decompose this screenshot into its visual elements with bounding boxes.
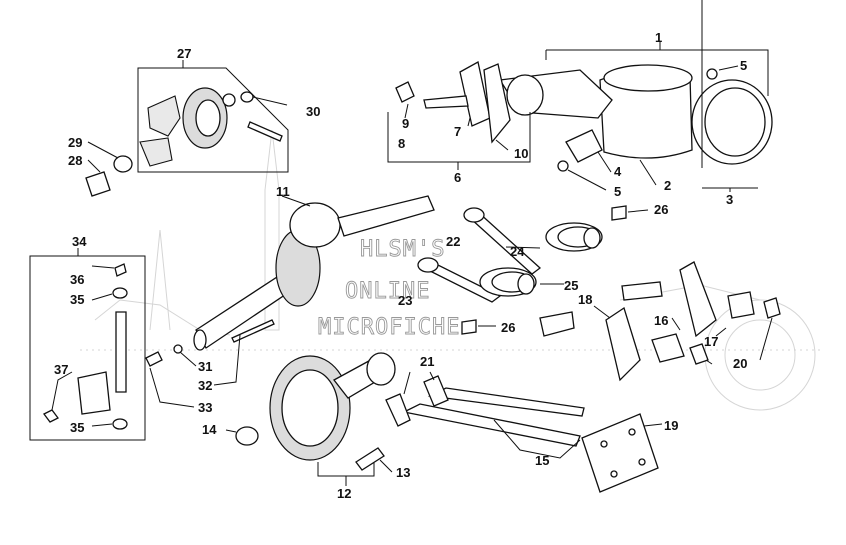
pin-36	[114, 263, 127, 277]
watermark-line-2: ONLINE	[345, 279, 430, 304]
callout-19: 19	[664, 418, 678, 433]
watermark-line-3: MICROFICHE	[318, 315, 460, 340]
callout-18: 18	[578, 292, 592, 307]
callout-11: 11	[276, 184, 290, 199]
callout-23: 23	[398, 293, 412, 308]
callout-15: 15	[535, 453, 549, 468]
spring-13	[355, 447, 385, 471]
valve-intake	[468, 211, 542, 275]
callout-24: 24	[510, 244, 525, 259]
governor-washer-30	[240, 91, 254, 103]
rocker-pivot-lower	[651, 333, 685, 363]
nut-20-upper	[763, 297, 781, 319]
callout-28-29-top: 29	[68, 135, 82, 150]
callout-5-upper: 5	[740, 58, 747, 73]
rocker-arm-lower	[605, 306, 641, 382]
keeper-26-bottom	[461, 319, 477, 335]
callout-3: 3	[726, 192, 733, 207]
bolt-33	[145, 351, 163, 367]
callout-37: 37	[54, 362, 68, 377]
bracket-plate	[77, 371, 111, 415]
valve-cover-plate-19	[581, 413, 659, 493]
callout-26-lower: 26	[501, 320, 515, 335]
washer-29	[113, 155, 133, 173]
callout-35-lower: 35	[70, 420, 84, 435]
callout-35-upper: 35	[70, 292, 84, 307]
retainer-upper	[583, 227, 601, 249]
governor-shaft	[247, 121, 283, 142]
pushrod-group	[385, 371, 585, 459]
callout-labels: 1 2 3 4 5 5 6 7 8 9 10 11 12 13 14 15 16…	[54, 30, 747, 501]
callout-34: 34	[72, 234, 87, 249]
callout-31: 31	[198, 359, 212, 374]
callout-17: 17	[704, 334, 718, 349]
callout-2: 2	[664, 178, 671, 193]
callout-32: 32	[198, 378, 212, 393]
camshaft-group	[225, 352, 396, 486]
governor-washer-small	[222, 93, 236, 107]
washer-31	[173, 344, 183, 354]
bracket-rod	[115, 311, 127, 393]
governor-arm	[147, 95, 181, 137]
tappet-right	[423, 375, 449, 407]
circlip-lower-5	[557, 160, 569, 172]
retainer-lower	[517, 273, 535, 295]
oil-dipper-10	[483, 63, 511, 144]
callout-9: 9	[402, 116, 409, 131]
callout-28: 28	[68, 153, 82, 168]
crankshaft-group	[145, 195, 435, 408]
pushrod-lower	[402, 403, 581, 447]
callout-14: 14	[202, 422, 217, 437]
rocker-stud-lower	[539, 311, 575, 337]
callout-7: 7	[454, 124, 461, 139]
callout-22: 22	[446, 234, 460, 249]
callout-8: 8	[398, 136, 405, 151]
callout-13: 13	[396, 465, 410, 480]
valve-cover-plate-group	[581, 413, 663, 493]
callout-30: 30	[306, 104, 320, 119]
piston-pin-4	[565, 129, 603, 163]
rocker-stud-upper	[621, 281, 663, 301]
keeper-26-top	[611, 205, 627, 221]
watermark-text: HLSM'S ONLINE MICROFICHE	[318, 237, 460, 341]
callout-25: 25	[564, 278, 578, 293]
governor-assembly-group	[137, 60, 289, 173]
rocker-arm-upper	[679, 261, 717, 338]
washer-35-bottom	[112, 418, 128, 430]
callout-10: 10	[514, 146, 528, 161]
crank-web	[289, 202, 341, 248]
circlip-upper-5	[706, 68, 718, 80]
callout-12: 12	[337, 486, 351, 501]
nut-9	[395, 81, 415, 103]
callout-16: 16	[654, 313, 668, 328]
callout-36: 36	[70, 272, 84, 287]
rocker-group	[539, 261, 781, 382]
washer-14	[235, 426, 259, 446]
nut-20-lower	[689, 343, 709, 365]
piston-conrod-group	[387, 0, 773, 192]
bracket-group-34	[29, 248, 146, 441]
callout-27: 27	[177, 46, 191, 61]
callout-1: 1	[655, 30, 662, 45]
washer-35-top	[112, 287, 128, 299]
callout-26-upper: 26	[654, 202, 668, 217]
screw-37	[43, 409, 59, 423]
crank-shaft-end	[337, 195, 435, 237]
callout-6: 6	[454, 170, 461, 185]
callout-4: 4	[614, 164, 622, 179]
tappet-left	[385, 393, 411, 427]
conrod-bolt	[423, 95, 469, 109]
governor-parts-28-29	[85, 141, 133, 197]
callout-33: 33	[198, 400, 212, 415]
bolt-28	[85, 171, 111, 197]
callout-21: 21	[420, 354, 434, 369]
callout-20: 20	[733, 356, 747, 371]
governor-weight	[139, 137, 173, 167]
key-32	[231, 319, 275, 343]
rocker-pivot-upper	[727, 291, 755, 319]
callout-5-lower: 5	[614, 184, 621, 199]
valve-train-group	[417, 205, 649, 335]
